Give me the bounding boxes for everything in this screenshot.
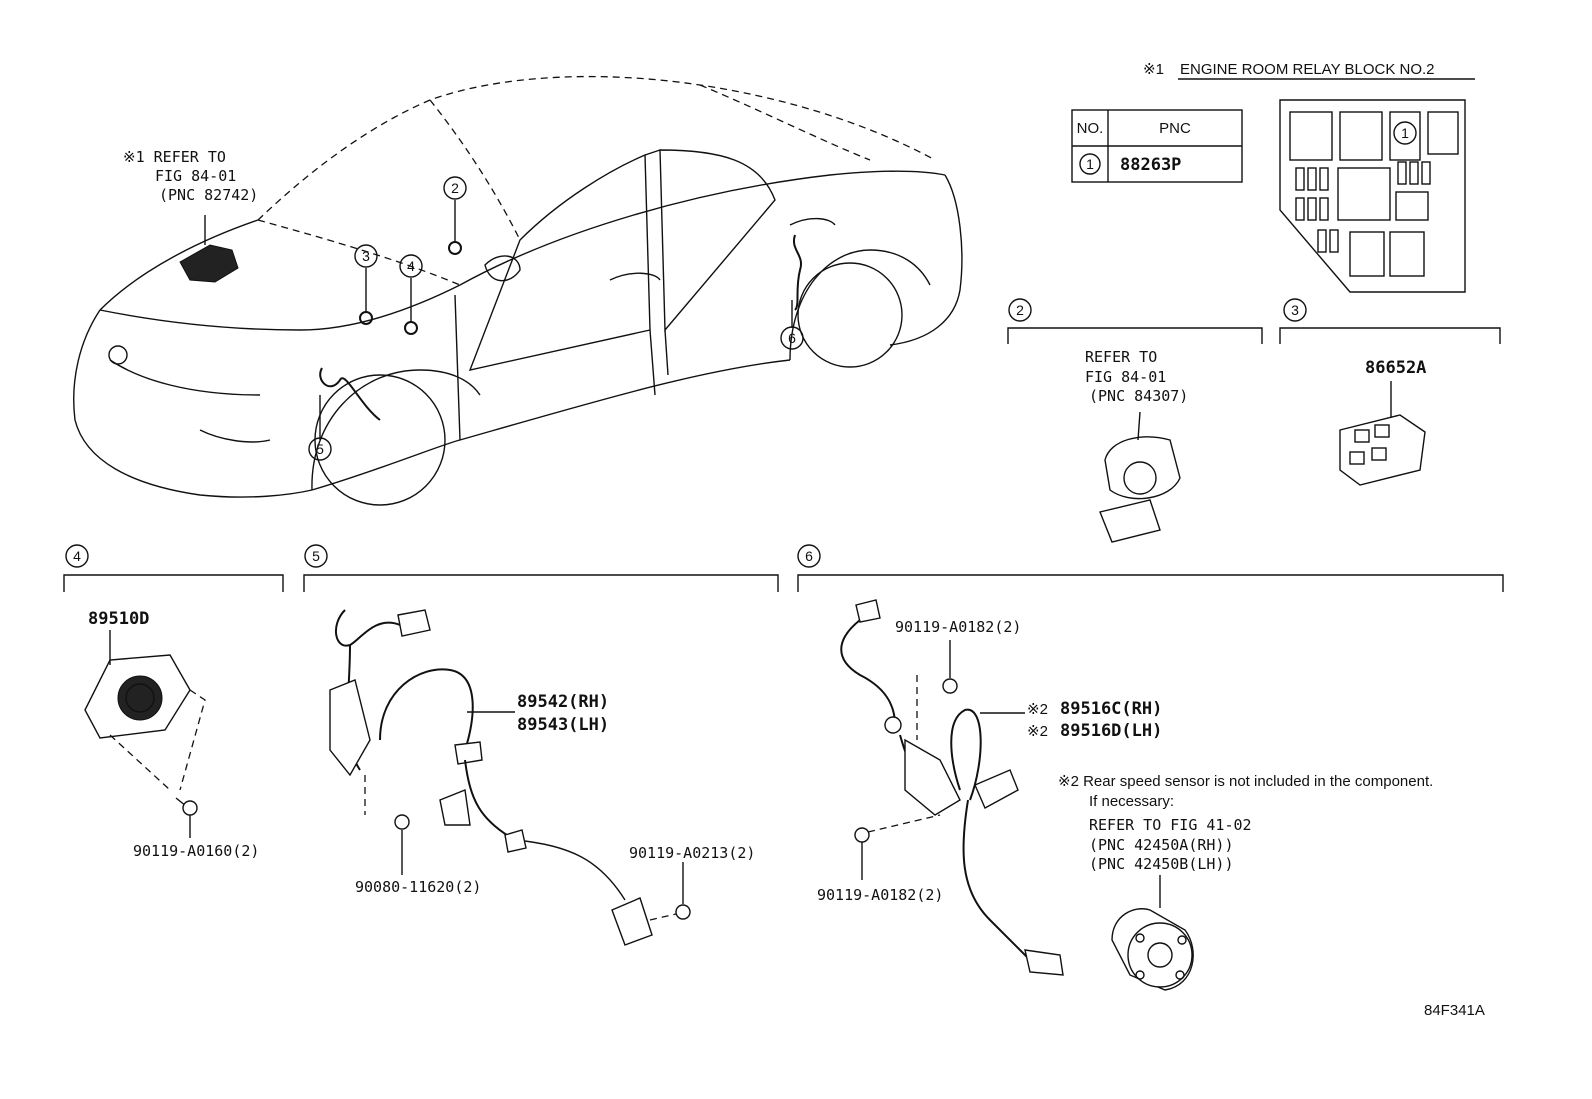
rear-abs-harness-drawing [840, 599, 1064, 976]
svg-text:4: 4 [73, 548, 81, 564]
relay-module-drawing [1339, 381, 1426, 486]
svg-text:REFER TO: REFER TO [1085, 348, 1157, 366]
table-header-no: NO. [1077, 120, 1104, 137]
relay-block-drawing: 1 [1279, 99, 1466, 293]
svg-text:6: 6 [805, 548, 813, 564]
part-86652A-label: 86652A [1365, 358, 1426, 378]
svg-text:2: 2 [451, 180, 459, 196]
figure-code: 84F341A [1424, 1002, 1485, 1019]
part-89510D-label: 89510D [88, 609, 149, 629]
bolt-90119-A0213 [649, 862, 691, 921]
section-4: 4 89510D 90119-A0160(2) [63, 544, 284, 860]
svg-text:(PNC 82742): (PNC 82742) [159, 186, 258, 204]
svg-text:90119-A0182(2): 90119-A0182(2) [817, 886, 943, 904]
part-89516C-label: 89516C(RH) [1060, 699, 1162, 719]
parking-sensor-drawing [84, 630, 206, 791]
car-callout-3: 3 [354, 244, 378, 268]
relay-block-title: ※1 ENGINE ROOM RELAY BLOCK NO.2 [1143, 61, 1475, 80]
car-refer-note: ※1 REFER TO FIG 84-01 (PNC 82742) [123, 148, 258, 204]
car-callout-5: 5 [308, 437, 332, 461]
part-89542-label: 89542(RH) [517, 692, 609, 712]
svg-text:90080-11620(2): 90080-11620(2) [355, 878, 481, 896]
svg-text:※1: ※1 [1143, 61, 1164, 78]
svg-text:REFER TO FIG 41-02: REFER TO FIG 41-02 [1089, 816, 1252, 834]
car-callout-4: 4 [399, 254, 423, 278]
car-callout-2: 2 [443, 176, 467, 200]
svg-text:(PNC 42450B(LH)): (PNC 42450B(LH)) [1089, 855, 1234, 873]
front-abs-harness-drawing [329, 609, 653, 946]
rear-sensor-note: ※2 Rear speed sensor is not included in … [1058, 773, 1433, 790]
section-6: 6 90119-A0182(2) ※2 89516C(RH) ※2 89516D… [797, 544, 1504, 991]
svg-text:90119-A0213(2): 90119-A0213(2) [629, 844, 755, 862]
part-89516D-label: 89516D(LH) [1060, 721, 1162, 741]
svg-text:(PNC 84307): (PNC 84307) [1089, 387, 1188, 405]
svg-text:FIG 84-01: FIG 84-01 [1085, 368, 1166, 386]
section-5: 5 89542(RH) 89543(LH) 90080-11620(2) [303, 544, 779, 946]
car-illustration [73, 75, 963, 506]
svg-text:6: 6 [788, 330, 796, 346]
car-callout-6: 6 [780, 326, 804, 350]
table-header-pnc: PNC [1159, 120, 1191, 137]
svg-text:FIG 84-01: FIG 84-01 [155, 167, 236, 185]
bolt-90119-A0160 [175, 797, 198, 838]
table-cell-no: 1 [1086, 156, 1094, 172]
table-cell-pnc: 88263P [1120, 155, 1181, 175]
wheel-hub-drawing [1111, 875, 1194, 991]
bolt-90119-A0182-top [916, 640, 958, 740]
relay-pnc-table: NO. PNC 1 88263P [1071, 109, 1243, 183]
svg-text:4: 4 [407, 258, 415, 274]
svg-text:90119-A0182(2): 90119-A0182(2) [895, 618, 1021, 636]
svg-text:3: 3 [1291, 302, 1299, 318]
svg-text:※2: ※2 [1027, 723, 1048, 740]
svg-text:If necessary:: If necessary: [1089, 793, 1174, 810]
bolt-90080-11620 [364, 775, 410, 875]
svg-text:※2: ※2 [1027, 701, 1048, 718]
section-2: 2 REFER TO FIG 84-01 (PNC 84307) [1007, 298, 1263, 543]
section-3: 3 86652A [1279, 298, 1501, 486]
svg-text:※1 REFER TO: ※1 REFER TO [123, 148, 226, 166]
radar-sensor-drawing [1099, 411, 1181, 543]
svg-text:2: 2 [1016, 302, 1024, 318]
svg-text:ENGINE ROOM RELAY BLOCK NO.2: ENGINE ROOM RELAY BLOCK NO.2 [1180, 61, 1435, 78]
svg-text:5: 5 [312, 548, 320, 564]
svg-text:(PNC 42450A(RH)): (PNC 42450A(RH)) [1089, 836, 1234, 854]
relay-marker: 1 [1401, 125, 1409, 141]
bolt-90119-A0182-bottom [854, 814, 941, 880]
svg-text:5: 5 [316, 441, 324, 457]
svg-text:90119-A0160(2): 90119-A0160(2) [133, 842, 259, 860]
svg-text:3: 3 [362, 248, 370, 264]
part-89543-label: 89543(LH) [517, 715, 609, 735]
